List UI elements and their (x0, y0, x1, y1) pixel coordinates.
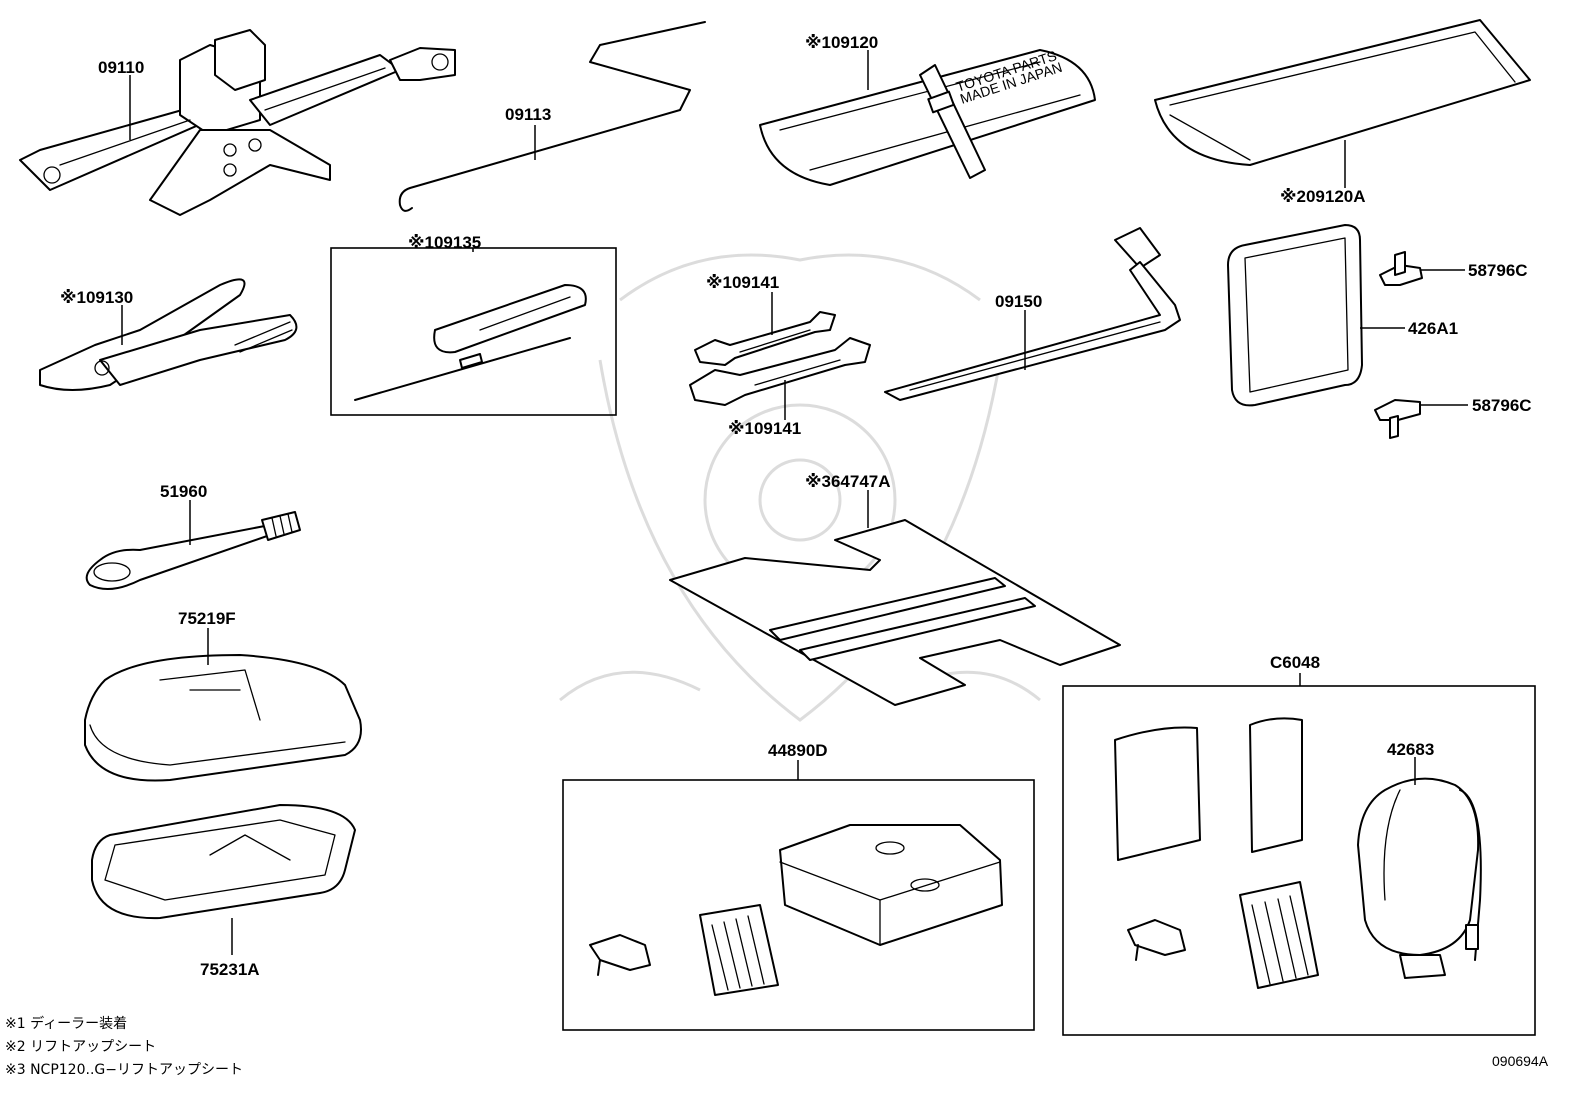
repair-kit-icon (1114, 717, 1319, 989)
tool-bag-icon: TOYOTA PARTS MADE IN JAPAN (759, 47, 1096, 186)
part-label-09150[interactable]: 09150 (995, 292, 1042, 311)
part-label-109141b[interactable]: ※109141 (728, 419, 801, 438)
note-2: ※2 リフトアップシート (5, 1039, 156, 1055)
part-label-51960[interactable]: 51960 (160, 482, 207, 501)
part-label-09113[interactable]: 09113 (505, 105, 551, 124)
triangle-holder-icon (1227, 224, 1363, 407)
diagram-code: 090694A (1492, 1053, 1549, 1069)
lug-wrench-icon (884, 227, 1181, 401)
compressor-icon (1357, 777, 1482, 979)
part-label-75231A[interactable]: 75231A (200, 960, 260, 979)
tray-icon (91, 804, 356, 920)
part-label-109120[interactable]: ※109120 (805, 33, 878, 52)
kit-c6048-box (1062, 685, 1536, 1036)
tray-icon (84, 654, 362, 782)
mat-icon (669, 519, 1121, 706)
part-label-364747A[interactable]: ※364747A (805, 472, 891, 491)
pliers-icon (39, 278, 298, 391)
wrench-icon (689, 311, 871, 406)
part-label-209120A[interactable]: ※209120A (1280, 187, 1366, 206)
clip-icon (1374, 399, 1421, 439)
part-label-58796C-b[interactable]: 58796C (1472, 396, 1532, 415)
part-label-C6048[interactable]: C6048 (1270, 653, 1320, 672)
part-label-109130[interactable]: ※109130 (60, 288, 133, 307)
screwdriver-icon (354, 284, 587, 401)
clip-icon (1379, 251, 1423, 286)
part-label-09110[interactable]: 09110 (98, 58, 144, 77)
tow-hook-icon (85, 511, 301, 590)
part-label-109141a[interactable]: ※109141 (706, 273, 779, 292)
note-1: ※1 ディーラー装着 (5, 1015, 127, 1032)
jack-handle-icon (398, 21, 706, 212)
part-label-75219F[interactable]: 75219F (178, 609, 236, 628)
note-3: ※3 NCP120..G−リフトアップシート (5, 1062, 243, 1078)
part-label-109135[interactable]: ※109135 (408, 233, 481, 252)
jack-icon (19, 29, 456, 216)
part-label-58796C-a[interactable]: 58796C (1468, 261, 1528, 280)
tool-bag-icon (1154, 19, 1531, 166)
part-label-426A1[interactable]: 426A1 (1408, 319, 1458, 338)
repair-kit-icon (589, 824, 1003, 996)
part-label-42683[interactable]: 42683 (1387, 740, 1434, 759)
part-label-44890D[interactable]: 44890D (768, 741, 828, 760)
